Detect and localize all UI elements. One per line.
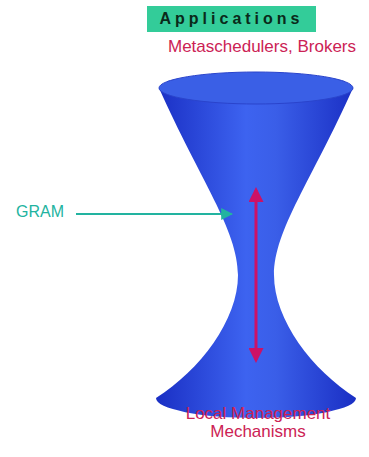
layer-label: Local Management Mechanisms [168,405,348,441]
double-arrow [255,190,258,360]
title-band: Applications [147,6,316,32]
hourglass-top [159,72,353,104]
pointer-arrow [76,213,232,215]
band-title: Applications [159,10,303,28]
component-label: GRAM [5,204,75,221]
layer-label: Metaschedulers, Brokers [162,38,362,56]
hourglass-body [156,88,356,418]
